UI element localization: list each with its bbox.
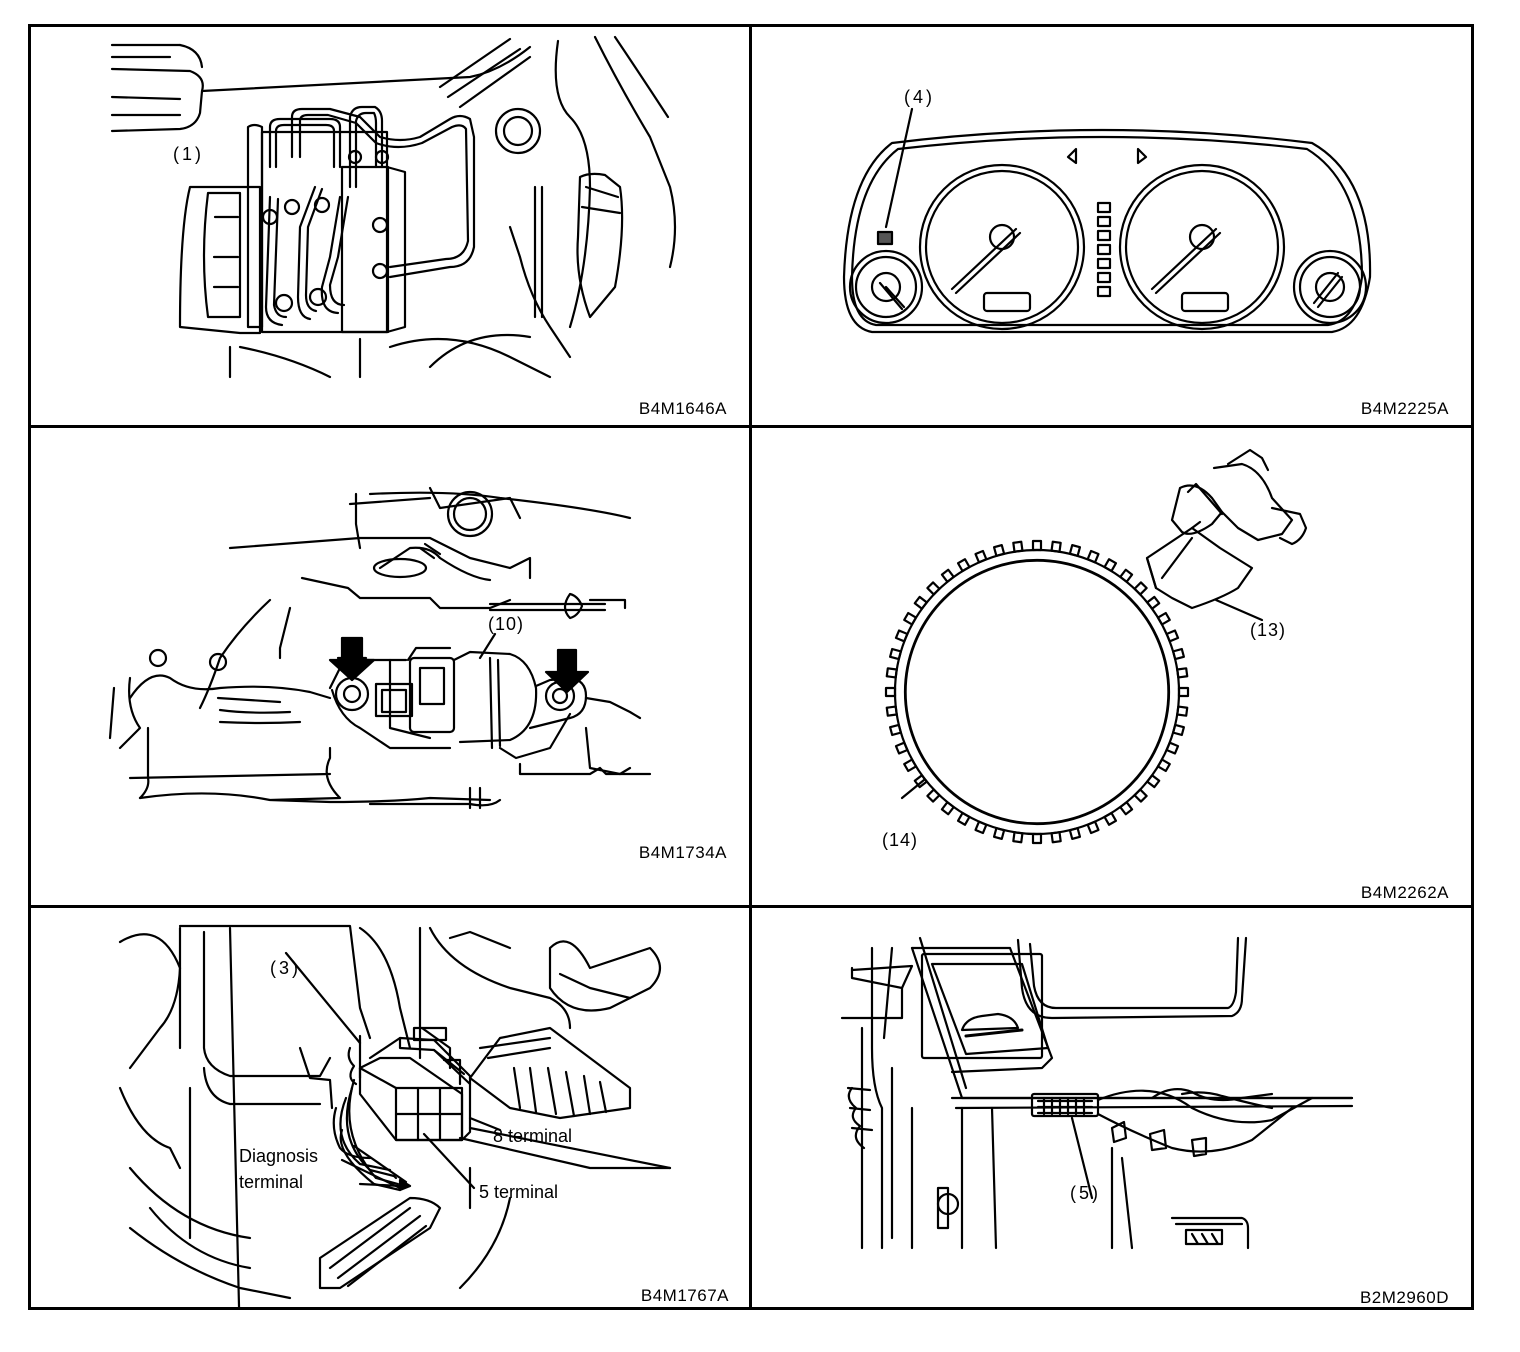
callout-4: (4)	[904, 87, 935, 107]
data-link-connector-illustration	[840, 936, 1354, 1250]
tone-wheel-tooth	[956, 811, 971, 826]
label-5-terminal: 5 terminal	[479, 1182, 559, 1202]
tone-wheel-tooth	[1146, 774, 1161, 789]
callout-5: (5)	[1070, 1183, 1101, 1203]
tone-wheel-tooth	[903, 758, 918, 773]
tone-wheel-tooth	[1176, 667, 1189, 679]
tone-wheel-tooth	[1133, 788, 1148, 803]
tone-wheel-tooth	[889, 723, 902, 737]
tone-wheel-tooth	[1156, 758, 1171, 773]
panel-diagnosis-connector: (3) 8 terminal 5 terminal Diagnosis term…	[30, 908, 749, 1310]
tone-wheel-tooth	[1119, 568, 1134, 583]
callout-1: (1)	[173, 144, 204, 164]
tone-wheel-tooth	[940, 568, 955, 583]
tone-wheel-tooth	[1012, 831, 1024, 844]
tone-wheel-tooth	[1050, 540, 1062, 553]
callout-13: (13)	[1250, 620, 1287, 640]
tone-wheel-tooth	[884, 686, 897, 698]
tone-wheel-tooth	[1031, 539, 1043, 552]
hydraulic-unit-illustration	[110, 35, 677, 379]
callout-3: (3)	[270, 958, 301, 978]
figure-code: B4M2225A	[1360, 399, 1449, 418]
tone-wheel-tooth	[1031, 832, 1043, 845]
tone-wheel-tooth	[903, 611, 918, 626]
panel-tone-wheel: (13) (14) B4M2262A	[752, 428, 1471, 905]
tone-wheel-tooth	[894, 741, 909, 755]
tone-wheel-tooth	[1165, 629, 1180, 643]
tone-wheel-tooth	[1172, 723, 1185, 737]
tone-wheel-tooth	[992, 827, 1006, 840]
tone-wheel-tooth	[885, 705, 898, 717]
tone-wheel-tooth	[913, 595, 928, 610]
callout-10: (10)	[488, 614, 525, 634]
tone-wheel-tooth	[894, 629, 909, 643]
panel-data-link-connector: (5) B2M2960D	[752, 908, 1471, 1310]
diagnosis-connector-illustration	[118, 924, 672, 1310]
figure-code: B2M2960D	[1359, 1288, 1449, 1307]
figure-code: B4M1734A	[638, 843, 727, 862]
combination-meter-illustration	[842, 107, 1372, 334]
grid-divider-vertical	[749, 24, 752, 1310]
tone-wheel-tooth	[992, 544, 1006, 557]
tone-wheel-tooth	[1156, 611, 1171, 626]
tone-wheel-tooth	[926, 788, 941, 803]
grid-divider-row-2	[28, 905, 1474, 908]
tone-wheel-tooth	[1119, 801, 1134, 816]
tone-wheel-tooth	[1103, 558, 1118, 573]
figure-code: B4M2262A	[1360, 883, 1449, 902]
tone-wheel-tooth	[1086, 549, 1100, 564]
tone-wheel-tooth	[1012, 540, 1024, 553]
tone-wheel-tooth	[1133, 581, 1148, 596]
tone-wheel-tooth	[1068, 827, 1082, 840]
tone-wheel-tooth	[1165, 741, 1180, 755]
tone-wheel-tooth	[940, 801, 955, 816]
label-8-terminal: 8 terminal	[493, 1126, 573, 1146]
label-terminal: terminal	[239, 1172, 304, 1192]
grid-divider-row-1	[28, 425, 1474, 428]
panel-combination-meter: (4) B4M2225A	[752, 27, 1471, 425]
label-diagnosis: Diagnosis	[239, 1146, 319, 1166]
tone-wheel-tooth	[926, 581, 941, 596]
callout-14: (14)	[882, 830, 919, 850]
panel-hydraulic-unit: (1) B4M1646A	[30, 27, 749, 425]
tone-wheel-tooth	[1086, 820, 1100, 835]
tone-wheel-teeth	[884, 539, 1190, 845]
figure-code: B4M1646A	[638, 399, 727, 418]
tone-wheel-tooth	[1172, 647, 1185, 661]
tone-wheel-tooth	[1177, 686, 1190, 698]
g-sensor-illustration	[108, 486, 652, 810]
tone-wheel-illustration	[884, 448, 1308, 845]
tone-wheel-tooth	[913, 774, 928, 789]
tone-wheel-tooth	[974, 820, 988, 835]
tone-wheel-tooth	[1146, 595, 1161, 610]
tone-wheel-tooth	[1068, 544, 1082, 557]
tone-wheel-tooth	[1050, 831, 1062, 844]
figure-code: B4M1767A	[640, 1286, 729, 1305]
tone-wheel-tooth	[1176, 705, 1189, 717]
tone-wheel-tooth	[1103, 811, 1118, 826]
tone-wheel-tooth	[889, 647, 902, 661]
tone-wheel-tooth	[974, 549, 988, 564]
panel-g-sensor: (10) B4M1734A	[30, 428, 749, 905]
tone-wheel-tooth	[885, 667, 898, 679]
tone-wheel-tooth	[956, 558, 971, 573]
